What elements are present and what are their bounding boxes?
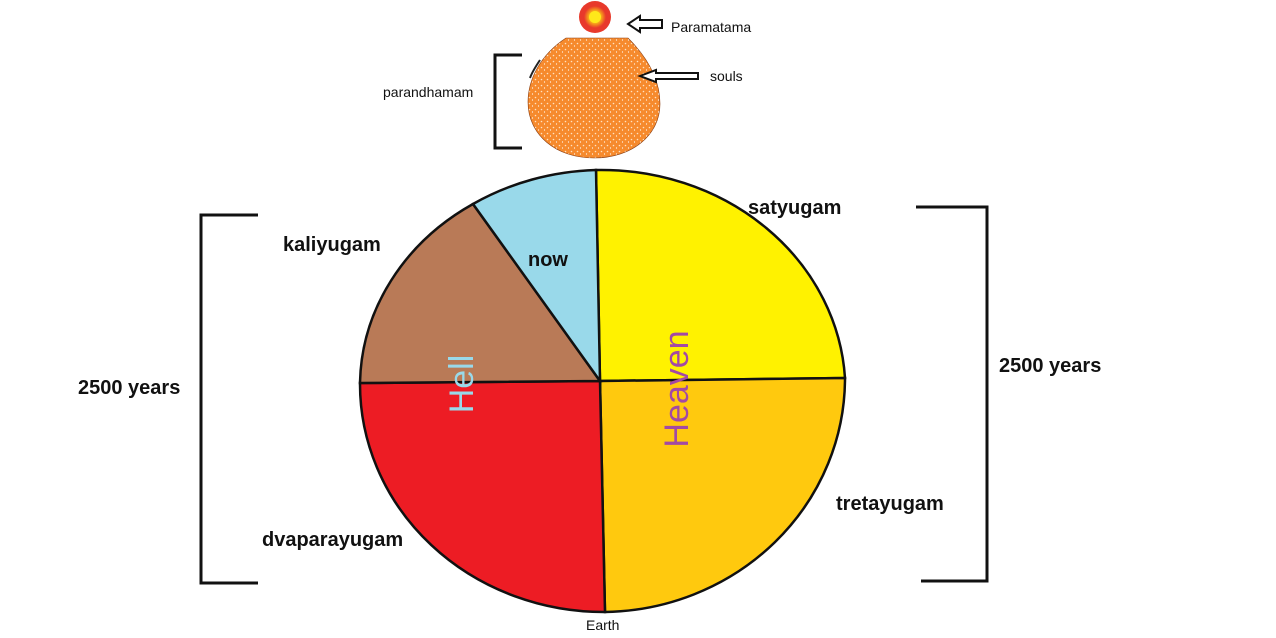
tretayugam-label: tretayugam	[836, 493, 944, 515]
parandhamam-sphere	[527, 37, 661, 159]
paramatama-core	[589, 11, 601, 23]
paramatama-label: Paramatama	[671, 19, 751, 35]
hell-label: Hell	[443, 355, 481, 414]
parandhamam-label: parandhamam	[383, 84, 473, 100]
segment-dvaparayugam	[358, 379, 607, 614]
segment-now	[471, 168, 602, 385]
parandhamam-bracket	[493, 53, 522, 150]
kaliyugam-label: kaliyugam	[283, 234, 381, 256]
souls-arrow-icon	[637, 68, 699, 84]
paramatama-icon	[579, 1, 611, 33]
heaven-label: Heaven	[658, 330, 696, 447]
right-years-label: 2500 years	[999, 355, 1101, 377]
segment-kaliyugam	[358, 202, 603, 385]
now-label: now	[528, 249, 568, 271]
right-years-bracket	[916, 205, 989, 583]
yuga-pie	[358, 168, 847, 614]
left-years-bracket	[199, 213, 258, 585]
parandhamam-fill	[527, 37, 661, 159]
segment-satyugam	[594, 168, 847, 383]
left-years-label: 2500 years	[78, 377, 180, 399]
satyugam-label: satyugam	[748, 197, 841, 219]
dvaparayugam-label: dvaparayugam	[262, 529, 403, 551]
souls-label: souls	[710, 68, 743, 84]
paramatama-arrow-icon	[626, 14, 663, 34]
segment-tretayugam	[598, 376, 847, 614]
earth-label: Earth	[586, 617, 619, 633]
